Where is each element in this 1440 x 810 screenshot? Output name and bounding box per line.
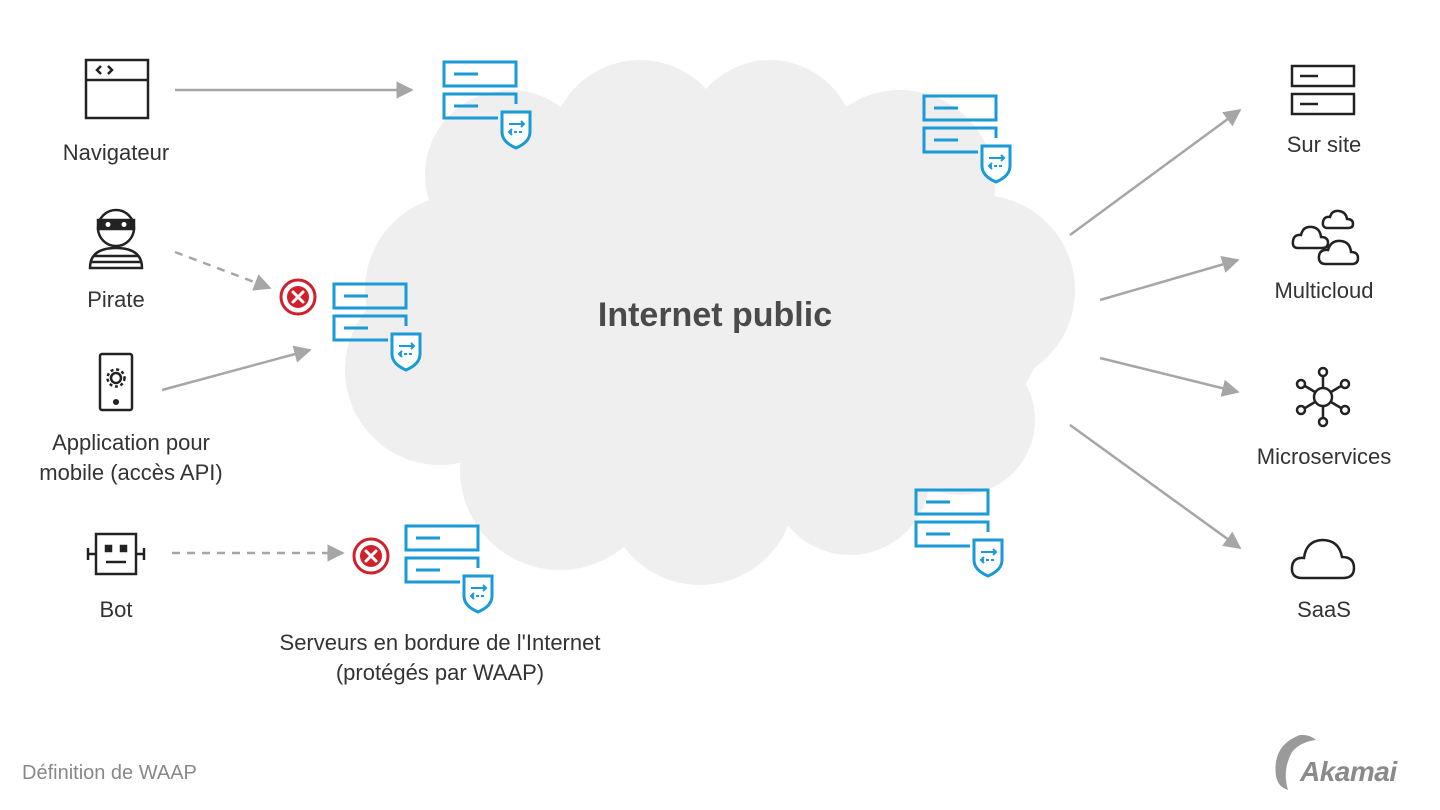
saas-label: SaaS <box>1297 597 1351 622</box>
bot-label: Bot <box>99 597 133 622</box>
saas-cloud-icon <box>1290 538 1356 580</box>
edge-server-bottom-left <box>404 524 494 614</box>
hacker-label: Pirate <box>87 287 145 312</box>
arrow-to-onprem <box>1069 108 1242 237</box>
akamai-logo-text: Akamai <box>1300 756 1397 787</box>
arrow-to-saas <box>1069 423 1242 550</box>
blocked-hacker-icon <box>279 278 317 316</box>
public-internet-label: Internet public <box>597 296 833 334</box>
multicloud-icon <box>1291 209 1360 266</box>
browser-icon <box>84 58 150 120</box>
blocked-bot-icon <box>352 537 390 575</box>
bot-icon <box>86 532 146 576</box>
browser-label: Navigateur <box>62 140 170 165</box>
edge-servers-label-line2: (protégés par WAAP) <box>335 660 545 685</box>
hacker-icon <box>88 208 144 270</box>
akamai-swoosh-icon <box>1275 734 1316 790</box>
microservices-label: Microservices <box>1256 444 1392 469</box>
arrow-hacker-to-edge <box>174 250 272 291</box>
onprem-label: Sur site <box>1286 132 1362 157</box>
multicloud-label: Multicloud <box>1274 278 1374 303</box>
mobile-phone-icon <box>98 352 134 412</box>
arrow-to-microservices <box>1099 356 1240 397</box>
microservices-icon <box>1295 366 1351 428</box>
footer-caption: Définition de WAAP <box>22 762 197 784</box>
mobile-label-line2: mobile (accès API) <box>39 460 223 485</box>
edge-servers-label-line1: Serveurs en bordure de l'Internet <box>279 630 601 655</box>
arrow-mobile-to-edge <box>161 345 312 392</box>
edge-server-bottom-right <box>914 488 1004 578</box>
on-premise-server-icon <box>1290 64 1356 116</box>
mobile-label-line1: Application pour <box>52 430 210 455</box>
akamai-logo: Akamai <box>1272 730 1422 790</box>
arrow-to-multicloud <box>1099 255 1240 302</box>
